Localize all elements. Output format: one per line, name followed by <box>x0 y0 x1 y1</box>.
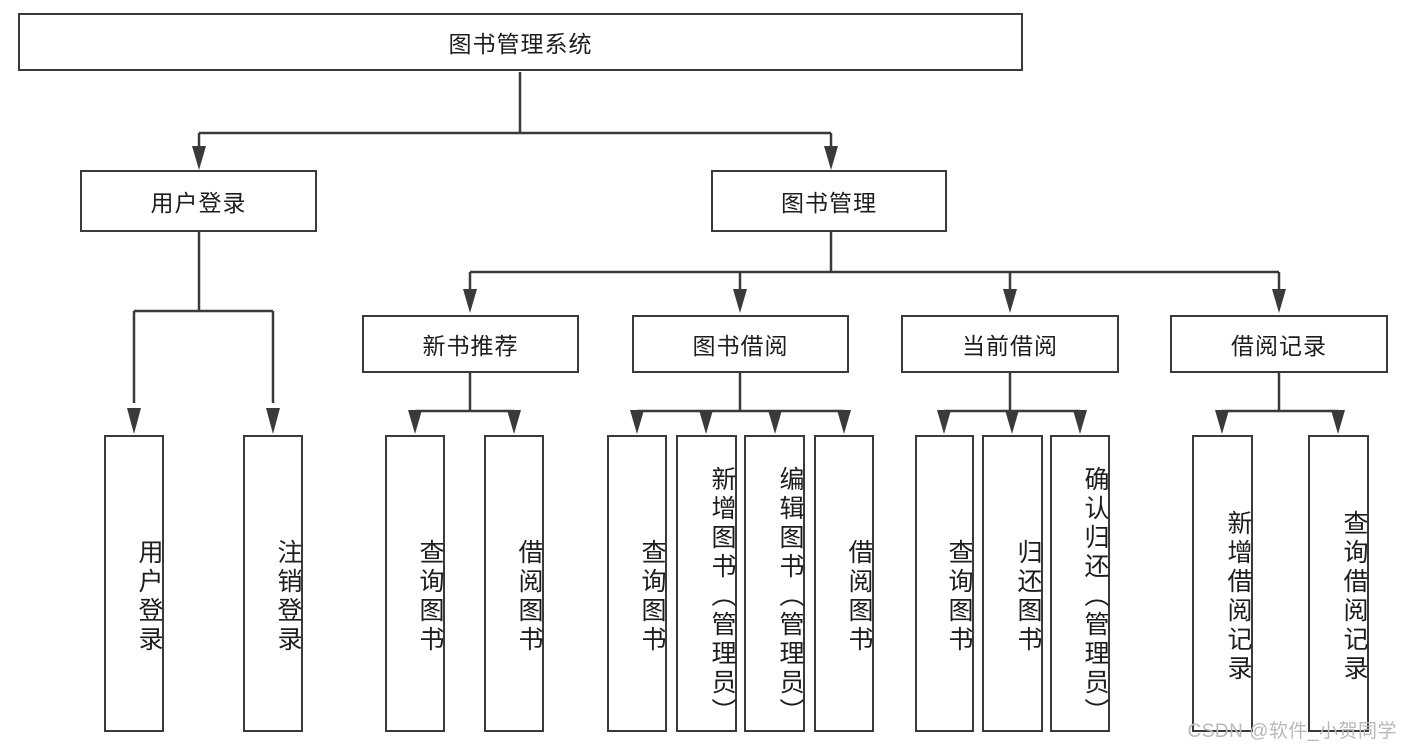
node-leaf-borrow-book-1-label: 借阅图书 <box>515 538 543 655</box>
node-leaf-query-book-1[interactable]: 查询图书 <box>385 435 445 732</box>
node-user-login-label: 用户登录 <box>150 190 247 216</box>
node-leaf-user-logout[interactable]: 注销登录 <box>243 435 303 732</box>
node-leaf-edit-book-label: 编辑图书（管理员） <box>776 466 804 727</box>
node-book-borrow-label: 图书借阅 <box>692 333 789 359</box>
node-book-manage[interactable]: 图书管理 <box>711 170 947 232</box>
node-leaf-query-record[interactable]: 查询借阅记录 <box>1308 435 1369 732</box>
node-borrow-record[interactable]: 借阅记录 <box>1170 315 1388 373</box>
node-leaf-query-book-3[interactable]: 查询图书 <box>915 435 974 732</box>
node-current-borrow-label: 当前借阅 <box>962 333 1058 359</box>
node-current-borrow[interactable]: 当前借阅 <box>901 315 1119 373</box>
node-leaf-confirm-return-label: 确认归还（管理员） <box>1081 466 1109 727</box>
node-leaf-confirm-return[interactable]: 确认归还（管理员） <box>1050 435 1110 732</box>
node-leaf-add-record-label: 新增借阅记录 <box>1224 509 1252 684</box>
node-leaf-edit-book[interactable]: 编辑图书（管理员） <box>744 435 805 732</box>
node-leaf-add-book[interactable]: 新增图书（管理员） <box>676 435 737 732</box>
node-user-login[interactable]: 用户登录 <box>80 170 317 232</box>
node-leaf-query-record-label: 查询借阅记录 <box>1340 509 1368 684</box>
node-leaf-borrow-book-2-label: 借阅图书 <box>845 538 873 655</box>
node-leaf-user-login[interactable]: 用户登录 <box>104 435 164 732</box>
node-book-manage-label: 图书管理 <box>781 190 877 216</box>
node-leaf-query-book-2[interactable]: 查询图书 <box>607 435 667 732</box>
node-new-book-rec-label: 新书推荐 <box>422 333 519 359</box>
node-leaf-add-book-label: 新增图书（管理员） <box>708 466 736 727</box>
node-root-label: 图书管理系统 <box>448 31 593 57</box>
node-book-borrow[interactable]: 图书借阅 <box>632 315 849 373</box>
node-leaf-return-book-label: 归还图书 <box>1014 538 1042 655</box>
csdn-watermark: CSDN @软件_小贺同学 <box>1187 721 1397 742</box>
node-borrow-record-label: 借阅记录 <box>1231 333 1327 359</box>
node-new-book-rec[interactable]: 新书推荐 <box>362 315 579 373</box>
node-leaf-user-logout-label: 注销登录 <box>274 538 302 655</box>
node-leaf-query-book-2-label: 查询图书 <box>638 538 666 655</box>
node-leaf-query-book-3-label: 查询图书 <box>945 538 973 655</box>
node-leaf-return-book[interactable]: 归还图书 <box>982 435 1043 732</box>
node-leaf-user-login-label: 用户登录 <box>135 538 163 655</box>
node-root[interactable]: 图书管理系统 <box>18 13 1023 71</box>
node-leaf-borrow-book-1[interactable]: 借阅图书 <box>484 435 544 732</box>
node-leaf-add-record[interactable]: 新增借阅记录 <box>1192 435 1253 732</box>
node-leaf-query-book-1-label: 查询图书 <box>416 538 444 655</box>
node-leaf-borrow-book-2[interactable]: 借阅图书 <box>814 435 874 732</box>
